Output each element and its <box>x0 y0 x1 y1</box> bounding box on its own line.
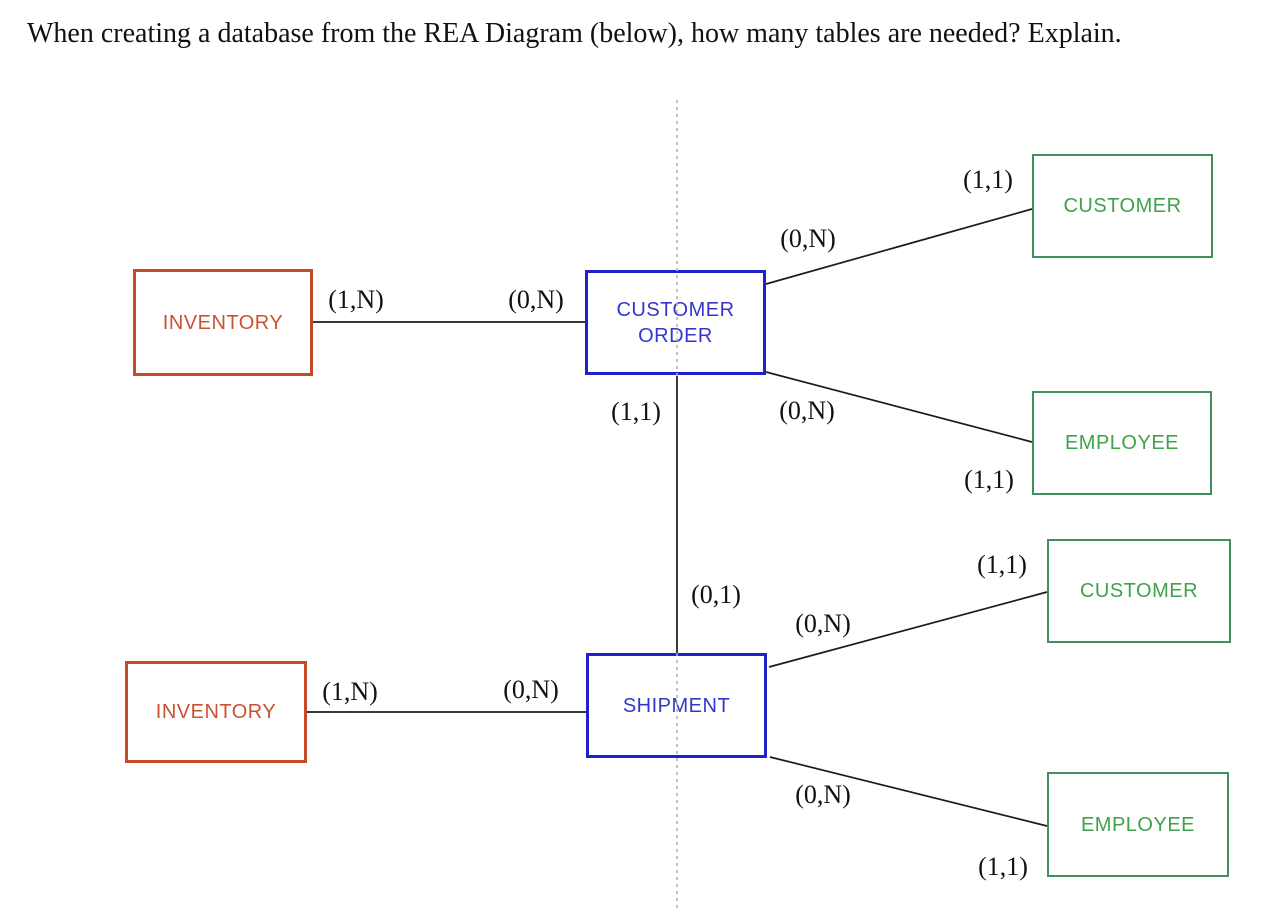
cardinality-label: (0,N) <box>780 224 836 253</box>
cardinality-label: (0,N) <box>508 285 564 314</box>
entity-customer-order: CUSTOMER ORDER <box>585 270 766 375</box>
entity-shipment: SHIPMENT <box>586 653 767 758</box>
cardinality-label: (0,1) <box>691 580 741 609</box>
cardinality-label: (1,N) <box>322 677 378 706</box>
cardinality-label: (1,1) <box>611 397 661 426</box>
entity-inventory-order: INVENTORY <box>133 269 313 376</box>
entity-label: SHIPMENT <box>622 694 731 717</box>
entity-label: CUSTOMER ORDER <box>616 298 735 347</box>
entity-customer-shipment-agent: CUSTOMER <box>1047 539 1231 643</box>
cardinality-label: (1,1) <box>978 852 1028 881</box>
entity-label: EMPLOYEE <box>1080 813 1196 836</box>
entity-employee-shipment-agent: EMPLOYEE <box>1047 772 1229 877</box>
cardinality-label: (0,N) <box>503 675 559 704</box>
cardinality-label: (1,1) <box>963 165 1013 194</box>
entity-label: CUSTOMER <box>1063 195 1182 217</box>
cardinality-label: (0,N) <box>795 609 851 638</box>
cardinality-label: (1,1) <box>964 465 1014 494</box>
entity-inventory-shipment: INVENTORY <box>125 661 307 763</box>
entity-label: INVENTORY <box>162 311 284 334</box>
entity-employee-order-agent: EMPLOYEE <box>1032 391 1212 495</box>
entity-label: INVENTORY <box>155 701 277 723</box>
cardinality-label: (0,N) <box>779 396 835 425</box>
entity-customer-order-agent: CUSTOMER <box>1032 154 1213 258</box>
cardinality-label: (1,1) <box>977 550 1027 579</box>
cardinality-label: (1,N) <box>328 285 384 314</box>
entity-label: CUSTOMER <box>1079 580 1199 602</box>
cardinality-label: (0,N) <box>795 780 851 809</box>
question-text: When creating a database from the REA Di… <box>27 18 1122 49</box>
entity-label: EMPLOYEE <box>1064 432 1180 454</box>
